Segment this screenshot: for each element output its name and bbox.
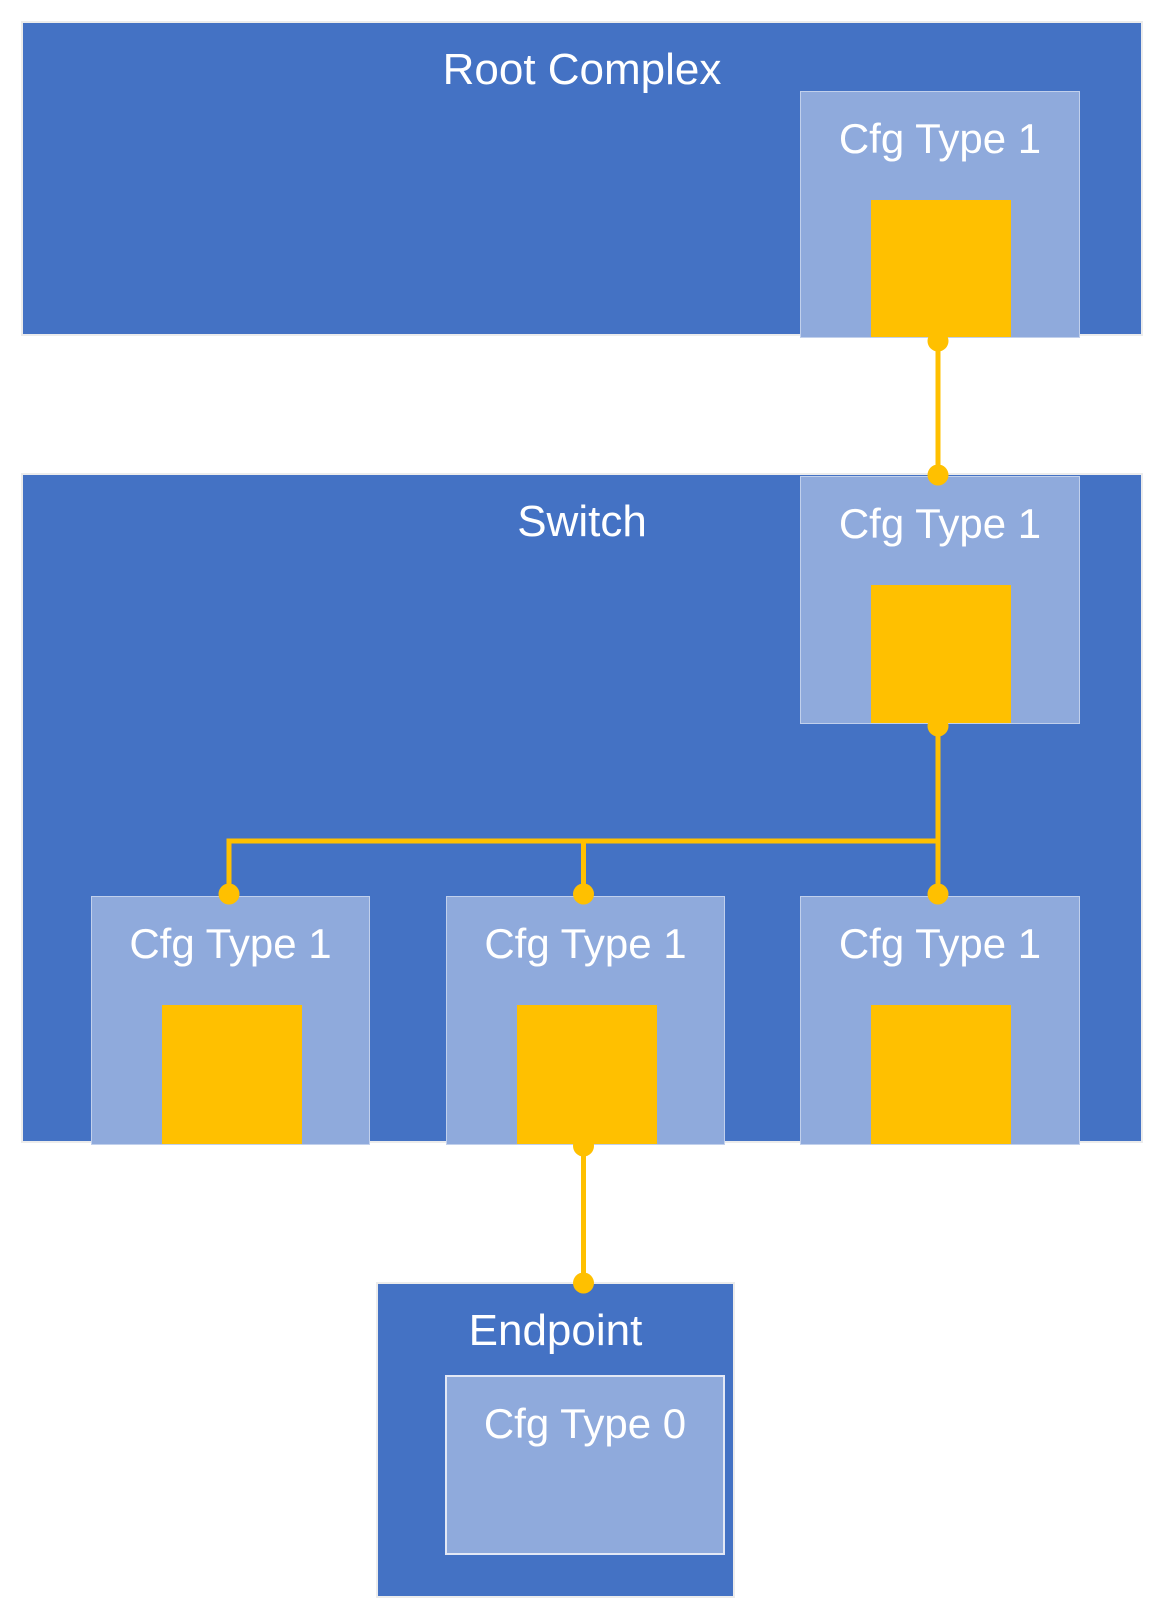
switch-downstream-port-2-label: Cfg Type 1: [484, 920, 687, 967]
switch-downstream-port-3: Cfg Type 1: [800, 896, 1080, 1145]
link-downstream-to-endpoint: [573, 1135, 594, 1294]
switch-downstream-port-3-label: Cfg Type 1: [838, 920, 1042, 967]
switch-upstream-port-label: Cfg Type 1: [838, 500, 1042, 547]
endpoint-config-space-label: Cfg Type 0: [483, 1400, 687, 1447]
switch-downstream-port-1-label: Cfg Type 1: [129, 920, 332, 967]
switch-downstream-port-1-square: [162, 1005, 302, 1144]
switch-downstream-port-2: Cfg Type 1: [446, 896, 725, 1145]
link-rootcomplex-to-switch: [927, 330, 949, 486]
endpoint-box: Endpoint Cfg Type 0: [376, 1282, 735, 1598]
switch-downstream-port-1: Cfg Type 1: [91, 896, 370, 1145]
switch-title: Switch: [517, 497, 647, 546]
root-complex-port-square: [871, 200, 1011, 337]
switch-downstream-port-2-square: [517, 1005, 657, 1144]
root-complex-box: Root Complex Cfg Type 1: [21, 21, 1143, 338]
switch-upstream-port: Cfg Type 1: [800, 476, 1080, 724]
root-complex-title: Root Complex: [442, 45, 722, 94]
switch-upstream-port-square: [871, 585, 1011, 723]
endpoint-title: Endpoint: [468, 1306, 643, 1355]
root-complex-port: Cfg Type 1: [800, 91, 1080, 338]
root-complex-port-label: Cfg Type 1: [838, 115, 1042, 162]
switch-box: Switch Cfg Type 1 Cfg Type 1 Cfg Type 1 …: [21, 473, 1143, 1145]
endpoint-config-space: Cfg Type 0: [445, 1375, 725, 1555]
switch-downstream-port-3-square: [871, 1005, 1011, 1144]
